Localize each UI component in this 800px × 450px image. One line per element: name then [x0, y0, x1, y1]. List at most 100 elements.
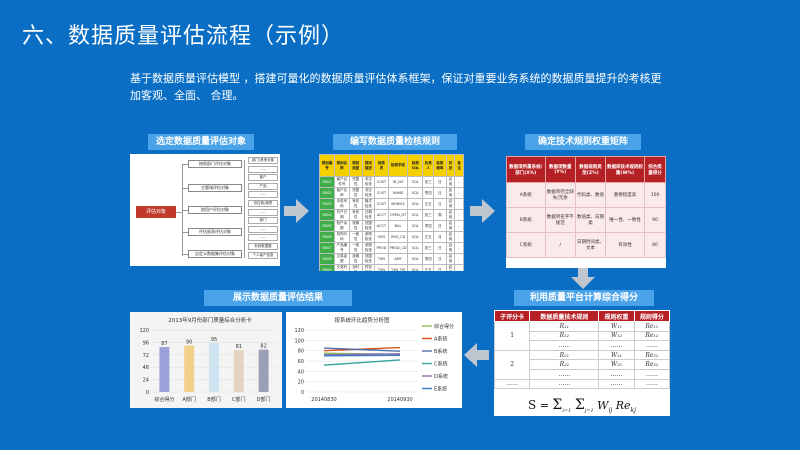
tree-leaf: 系统数据集 [248, 243, 278, 250]
bar-value-label: 87 [161, 341, 167, 347]
weight-header-cell: 数据规则类型(Z%) [575, 156, 606, 183]
y-tick-label: 0 [301, 390, 304, 396]
panel-weights: 数据项所属系统/部门(X%)数据项数量(Y%)数据规则类型(Z%)数据库技术规则… [506, 156, 666, 268]
legend-label: E系统 [434, 386, 447, 393]
tree-leaf: …… [248, 191, 278, 199]
rules-header-cell: 规则编号 [319, 154, 336, 177]
series-line [323, 359, 401, 366]
legend-label: B系统 [434, 348, 447, 355]
x-tick-label: A部门 [182, 396, 195, 403]
step1-label: 选定数据质量评估对象 [148, 134, 254, 150]
weight-table: 数据项所属系统/部门(X%)数据项数量(Y%)数据规则类型(Z%)数据库技术规则… [506, 156, 666, 258]
bar-value-label: 82 [260, 344, 266, 350]
y-tick-label: 48 [143, 365, 149, 371]
bar-value-label: 81 [236, 344, 242, 350]
series-line [323, 347, 401, 352]
legend-label: C系统 [434, 361, 448, 368]
y-tick-label: 120 [139, 328, 149, 334]
tree-leaf: 产品 [248, 182, 278, 190]
tree-node: 主题域评估对象 [188, 184, 242, 192]
slide-title: 六、数据质量评估流程（示例） [22, 24, 345, 49]
bar [258, 349, 269, 392]
bar [184, 345, 195, 392]
rules-header-cell: 规则类型 [348, 154, 363, 177]
tree-node: 评估报表评估对象 [188, 228, 242, 236]
rules-header-cell: 检核SQL [407, 154, 424, 177]
y-tick-label: 24 [143, 378, 149, 384]
rules-header-cell: 规则名称 [334, 154, 350, 177]
calc-header-cell: 子评分卡 [494, 310, 531, 322]
y-tick-label: 0 [146, 390, 149, 396]
weight-header-cell: 数据项数量(Y%) [544, 156, 577, 183]
weight-header-cell: 数据库技术规则权重(W%) [604, 156, 646, 183]
weight-header-cell: 数据项所属系统/部门(X%) [506, 156, 546, 183]
y-tick-label: 100 [294, 338, 304, 344]
y-tick-label: 120 [294, 328, 304, 334]
weight-header-cell: 综合质量得分 [644, 156, 666, 183]
arrow-down-icon [571, 268, 595, 289]
x-tick-label: 综合得分 [154, 396, 174, 403]
rules-header-cell: 检核字段 [387, 154, 409, 177]
tree-leaf: 个人客户信息 [248, 251, 278, 259]
step5-label: 展示数据质量评估结果 [204, 290, 352, 306]
bar-value-label: 95 [211, 337, 217, 343]
arrow-right-icon [470, 199, 495, 223]
tree-leaf: …… [248, 234, 278, 242]
tree-leaf: 供应商/报表 [248, 200, 278, 207]
score-formula: S = Σi=1 Σj=1 Wij Rekj [527, 396, 637, 414]
intro-text: 基于数据质量评估模型 ，搭建可量化的数据质量评估体系框架，保证对重要业务系统的数… [130, 72, 662, 102]
x-tick-label: D部门 [257, 396, 271, 403]
y-tick-label: 72 [143, 353, 149, 359]
tree-node: 按用户评估对象 [188, 206, 242, 214]
step4-label: 利用质量平台计算综合得分 [514, 290, 654, 306]
step3-label: 确定技术规则权重矩阵 [525, 134, 641, 150]
legend-label: A系统 [434, 336, 447, 343]
y-tick-label: 80 [298, 349, 304, 355]
x-tick-label: B部门 [207, 396, 220, 403]
arrow-left-icon [464, 343, 489, 367]
rules-header-cell: 负责人 [422, 154, 435, 177]
calc-header-cell: 规则权重 [598, 310, 635, 322]
table-row: ……………… [495, 340, 670, 351]
tree-leaf: …… [248, 225, 278, 233]
bar-value-label: 90 [186, 340, 192, 346]
bar [233, 350, 244, 392]
line-chart-title: 按系统环比趋势分析图 [334, 316, 390, 324]
bar [209, 342, 219, 392]
rules-header-cell: 检核表 [374, 154, 389, 177]
rules-header-cell: 备注 [454, 154, 464, 177]
arrow-right-icon [284, 199, 309, 223]
tree-leaf: 部门/其他对象 [248, 157, 278, 164]
panel-evaluation-objects: 评估对象 按照部门评估对象主题域评估对象按用户评估对象评估报表评估对象自定义数据… [130, 154, 280, 266]
series-line [323, 353, 401, 356]
y-tick-label: 40 [298, 369, 304, 375]
rules-header-cell: 检核频率 [433, 154, 447, 177]
table-row: …………………… [494, 378, 670, 390]
rules-header-cell: 状态 [445, 154, 456, 177]
tree-leaf: 客户 [248, 174, 278, 182]
x-tick-label: 20140830 [311, 397, 336, 403]
step2-label: 编写数据质量检核规则 [333, 134, 457, 150]
y-tick-label: 60 [298, 359, 304, 365]
x-tick-label: C部门 [232, 396, 246, 403]
y-tick-label: 96 [143, 340, 149, 346]
tree-root: 评估对象 [136, 206, 176, 218]
